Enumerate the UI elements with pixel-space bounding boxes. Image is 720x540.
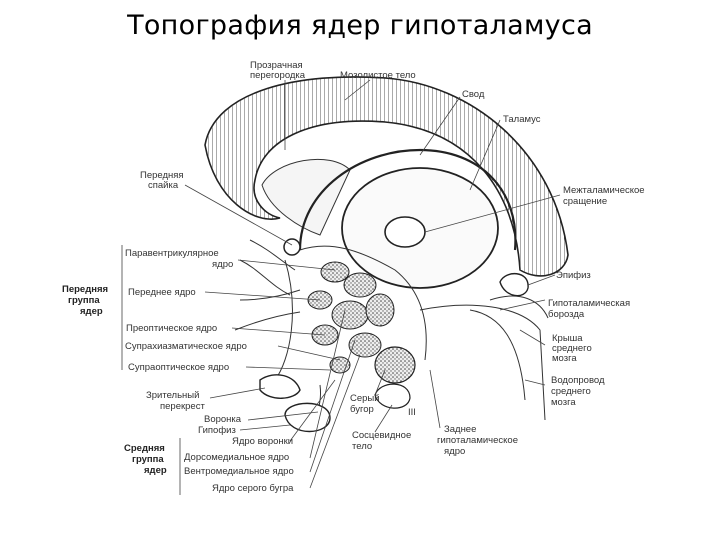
leader-lines	[121, 79, 561, 495]
label-anterior-commissure-2: спайка	[148, 180, 179, 191]
optic-chiasm-shape	[259, 374, 301, 399]
label-fornix: Свод	[462, 89, 485, 100]
label-paraventricular-2: ядро	[212, 259, 233, 270]
interthalamic-adhesion-shape	[384, 216, 426, 248]
group-anterior-3: ядер	[80, 306, 103, 317]
label-aqueduct-1: Водопровод	[551, 375, 605, 386]
label-tectum-3: мозга	[552, 353, 577, 364]
label-hypothalamic-sulcus-1: Гипоталамическая	[548, 298, 630, 309]
label-epiphysis: Эпифиз	[556, 270, 591, 281]
label-posterior-nucleus-1: Заднее	[444, 424, 476, 435]
mammillary-body-shape	[374, 383, 411, 409]
anterior-commissure-shape	[283, 238, 301, 256]
label-tuber-1: Серый	[350, 393, 380, 404]
group-middle-2: группа	[132, 454, 164, 465]
group-middle-3: ядер	[144, 465, 167, 476]
label-infundibular-nucleus: Ядро воронки	[232, 436, 293, 447]
label-preoptic-nucleus: Преоптическое ядро	[126, 323, 217, 334]
label-posterior-nucleus-3: ядро	[444, 446, 465, 457]
label-hypophysis: Гипофиз	[198, 425, 236, 436]
label-septum-1: Прозрачная	[250, 60, 303, 71]
hypothalamic-nuclei	[307, 261, 416, 384]
corpus-callosum-shape	[204, 76, 569, 277]
label-septum-2: перегородка	[250, 70, 306, 81]
label-nerve-iii: III	[408, 407, 416, 418]
label-interthalamic-2: сращение	[563, 196, 607, 207]
label-anterior-nucleus: Переднее ядро	[128, 287, 196, 298]
label-mammillary-2: тело	[352, 441, 372, 452]
label-mammillary-1: Сосцевидное	[352, 430, 411, 441]
label-posterior-nucleus-2: гипоталамическое	[437, 435, 518, 446]
label-tectum-1: Крыша	[552, 333, 583, 344]
label-interthalamic-1: Межталамическое	[563, 185, 645, 196]
group-anterior-1: Передняя	[62, 284, 108, 295]
label-hypothalamic-sulcus-2: борозда	[548, 309, 585, 320]
aqueduct-shape	[469, 309, 526, 401]
label-supraoptic-nucleus: Супраоптическое ядро	[128, 362, 229, 373]
hypothalamus-outline	[274, 245, 427, 381]
label-chiasm-1: Зрительный	[146, 390, 199, 401]
brainstem-outline	[419, 295, 549, 421]
group-anterior-2: группа	[68, 295, 100, 306]
label-paraventricular-1: Паравентрикулярное	[125, 248, 219, 259]
label-ventromedial-nucleus: Вентромедиальное ядро	[184, 466, 294, 477]
group-middle-1: Средняя	[124, 443, 165, 454]
label-dorsomedial-nucleus: Дорсомедиальное ядро	[184, 452, 289, 463]
label-aqueduct-3: мозга	[551, 397, 576, 408]
label-anterior-commissure-1: Передняя	[140, 170, 184, 181]
label-suprachiasmatic-nucleus: Супрахиазматическое ядро	[125, 341, 247, 352]
label-infundibulum: Воронка	[204, 414, 242, 425]
label-tectum-2: среднего	[552, 343, 592, 354]
fornix-shape	[298, 148, 517, 251]
label-tuberal-nucleus: Ядро серого бугра	[212, 483, 294, 494]
label-corpus-callosum: Мозолистое тело	[340, 70, 416, 81]
page-title: Топография ядер гипоталамуса	[127, 10, 593, 41]
label-tuber-2: бугор	[350, 404, 374, 415]
label-thalamus: Таламус	[503, 114, 541, 125]
label-chiasm-2: перекрест	[160, 401, 205, 412]
epiphysis-shape	[499, 273, 529, 297]
septum-shape	[261, 158, 351, 236]
label-aqueduct-2: среднего	[551, 386, 591, 397]
